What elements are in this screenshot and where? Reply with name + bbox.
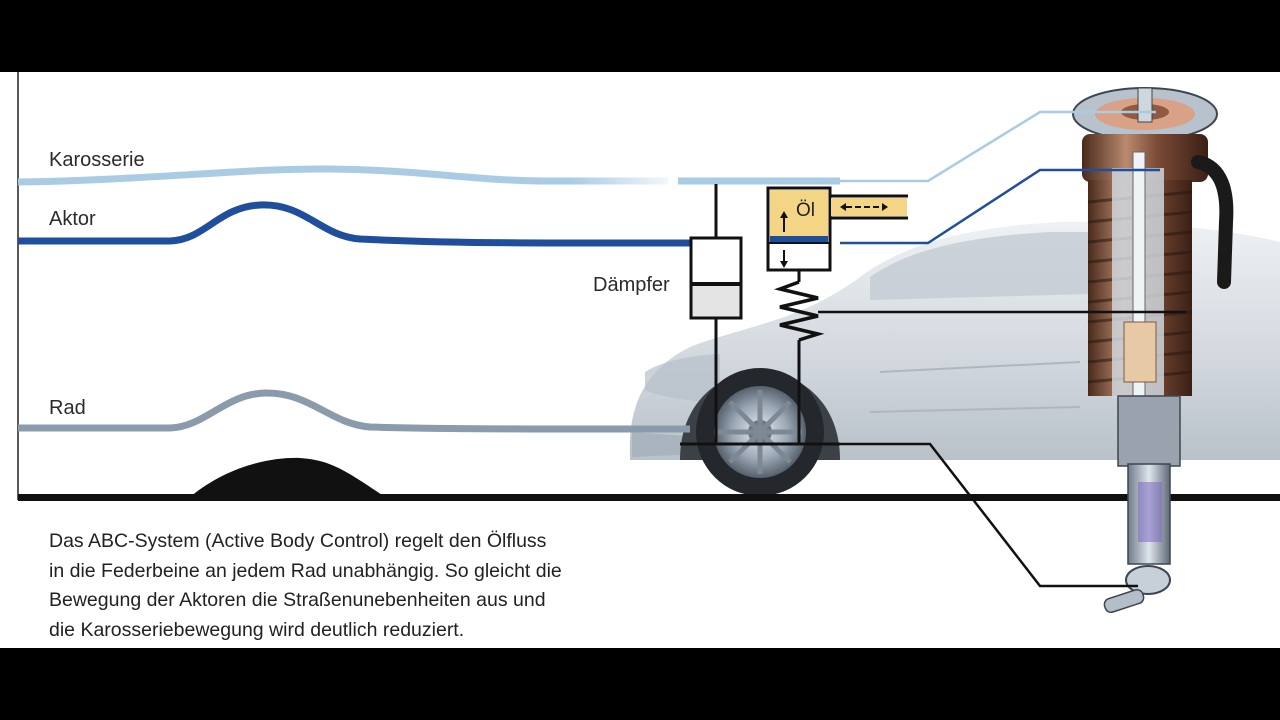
rad-line [18, 389, 690, 433]
caption-line: in die Federbeine an jedem Rad unabhängi… [49, 559, 562, 582]
diagram-frame: Karosserie Aktor Rad Dämpfer Öl Das ABC-… [0, 72, 1280, 648]
aktor-label: Aktor [49, 208, 96, 230]
connector-lines [818, 110, 1186, 588]
caption-text: Das ABC-System (Active Body Control) reg… [49, 527, 649, 645]
coil-spring-icon [773, 280, 825, 444]
caption-line: Bewegung der Aktoren die Straßenunebenhe… [49, 589, 546, 611]
karosserie-label: Karosserie [49, 149, 145, 171]
suspension-strut-icon [1072, 87, 1234, 614]
rad-label: Rad [49, 397, 86, 419]
aktor-line [18, 201, 690, 247]
road-bump [190, 457, 385, 497]
abc-suspension-diagram [17, 72, 1280, 614]
caption-line: Das ABC-System (Active Body Control) reg… [49, 530, 547, 552]
daempfer-label: Dämpfer [593, 274, 670, 296]
oil-reservoir-icon [766, 186, 908, 282]
bidirectional-arrow-icon [840, 203, 888, 211]
karosserie-line [17, 165, 668, 186]
damper-cylinder-icon [689, 184, 743, 444]
oil-label: Öl [796, 200, 815, 221]
road [18, 457, 1280, 501]
road-surface [18, 494, 1280, 501]
caption-line: die Karosseriebewegung wird deutlich red… [49, 618, 465, 641]
